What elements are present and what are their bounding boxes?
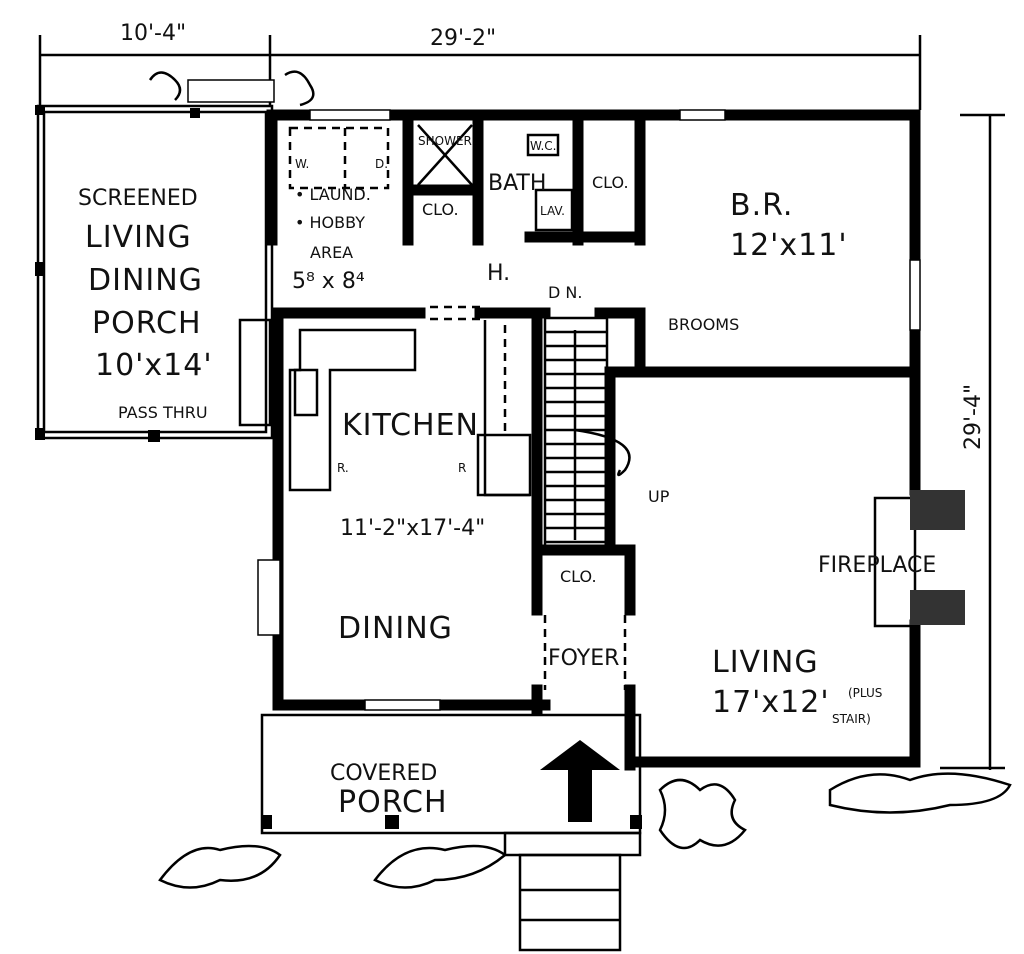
hall-label: H. [487,261,510,286]
living-size: 17'x12' [712,685,830,720]
shower-label: SHOWER [418,134,472,148]
wc-label: W.C. [530,139,557,153]
laundry-size: 5⁸ x 8⁴ [292,269,365,294]
down-label: D N. [548,283,582,302]
house-depth-dimension: 29'-4" [961,384,986,450]
bedroom-size: 12'x11' [730,228,848,263]
dimension-lines [38,35,1005,770]
dining-label: DINING [338,611,453,646]
covered-porch-label-2: PORCH [338,785,448,820]
foyer-label: FOYER [548,646,619,671]
up-label: UP [648,487,670,506]
fireplace [873,490,965,628]
brooms-label: BROOMS [668,315,739,334]
laundry-label-3: AREA [310,243,353,262]
entry-arrow-icon [540,740,620,822]
laundry-label-1: • LAUND. [295,185,371,204]
porch-size: 10'x14' [95,348,213,383]
porch-label-1: SCREENED [78,186,198,211]
windows-and-fixtures [238,109,921,711]
porch-label-4: PORCH [92,306,202,341]
fireplace-label: FIREPLACE [818,553,936,578]
covered-porch-outline [260,713,642,952]
covered-porch-label-1: COVERED [330,761,437,786]
walls [266,109,921,771]
range-right-label: R [458,461,466,475]
bath-label: BATH [488,171,546,196]
washer-label: W. [295,157,309,171]
landscaping [148,70,1012,889]
laundry-label-2: • HOBBY [295,213,365,232]
lav-label: LAV. [540,204,565,218]
closet-foyer-label: CLO. [560,567,597,586]
porch-width-dimension: 10'-4" [120,21,186,46]
closet-bath-label: CLO. [592,173,629,192]
room-labels: SCREENED LIVING DINING PORCH 10'x14' PAS… [78,134,936,820]
range-left-label: R. [337,461,349,475]
kitchen-label: KITCHEN [342,408,479,443]
living-stair-label: STAIR) [832,712,871,726]
porch-label-3: DINING [88,263,203,298]
kitchen-size: 11'-2"x17'-4" [340,516,485,541]
living-plus-label: (PLUS [848,686,882,700]
closet-hall-label: CLO. [422,200,459,219]
porch-label-2: LIVING [85,220,192,255]
staircase [543,316,631,548]
pass-thru-label: PASS THRU [118,403,208,422]
dryer-label: D. [375,157,388,171]
bedroom-label: B.R. [730,188,793,223]
house-width-dimension: 29'-2" [430,26,496,51]
living-label: LIVING [712,645,819,680]
screened-porch-outline [35,79,275,442]
